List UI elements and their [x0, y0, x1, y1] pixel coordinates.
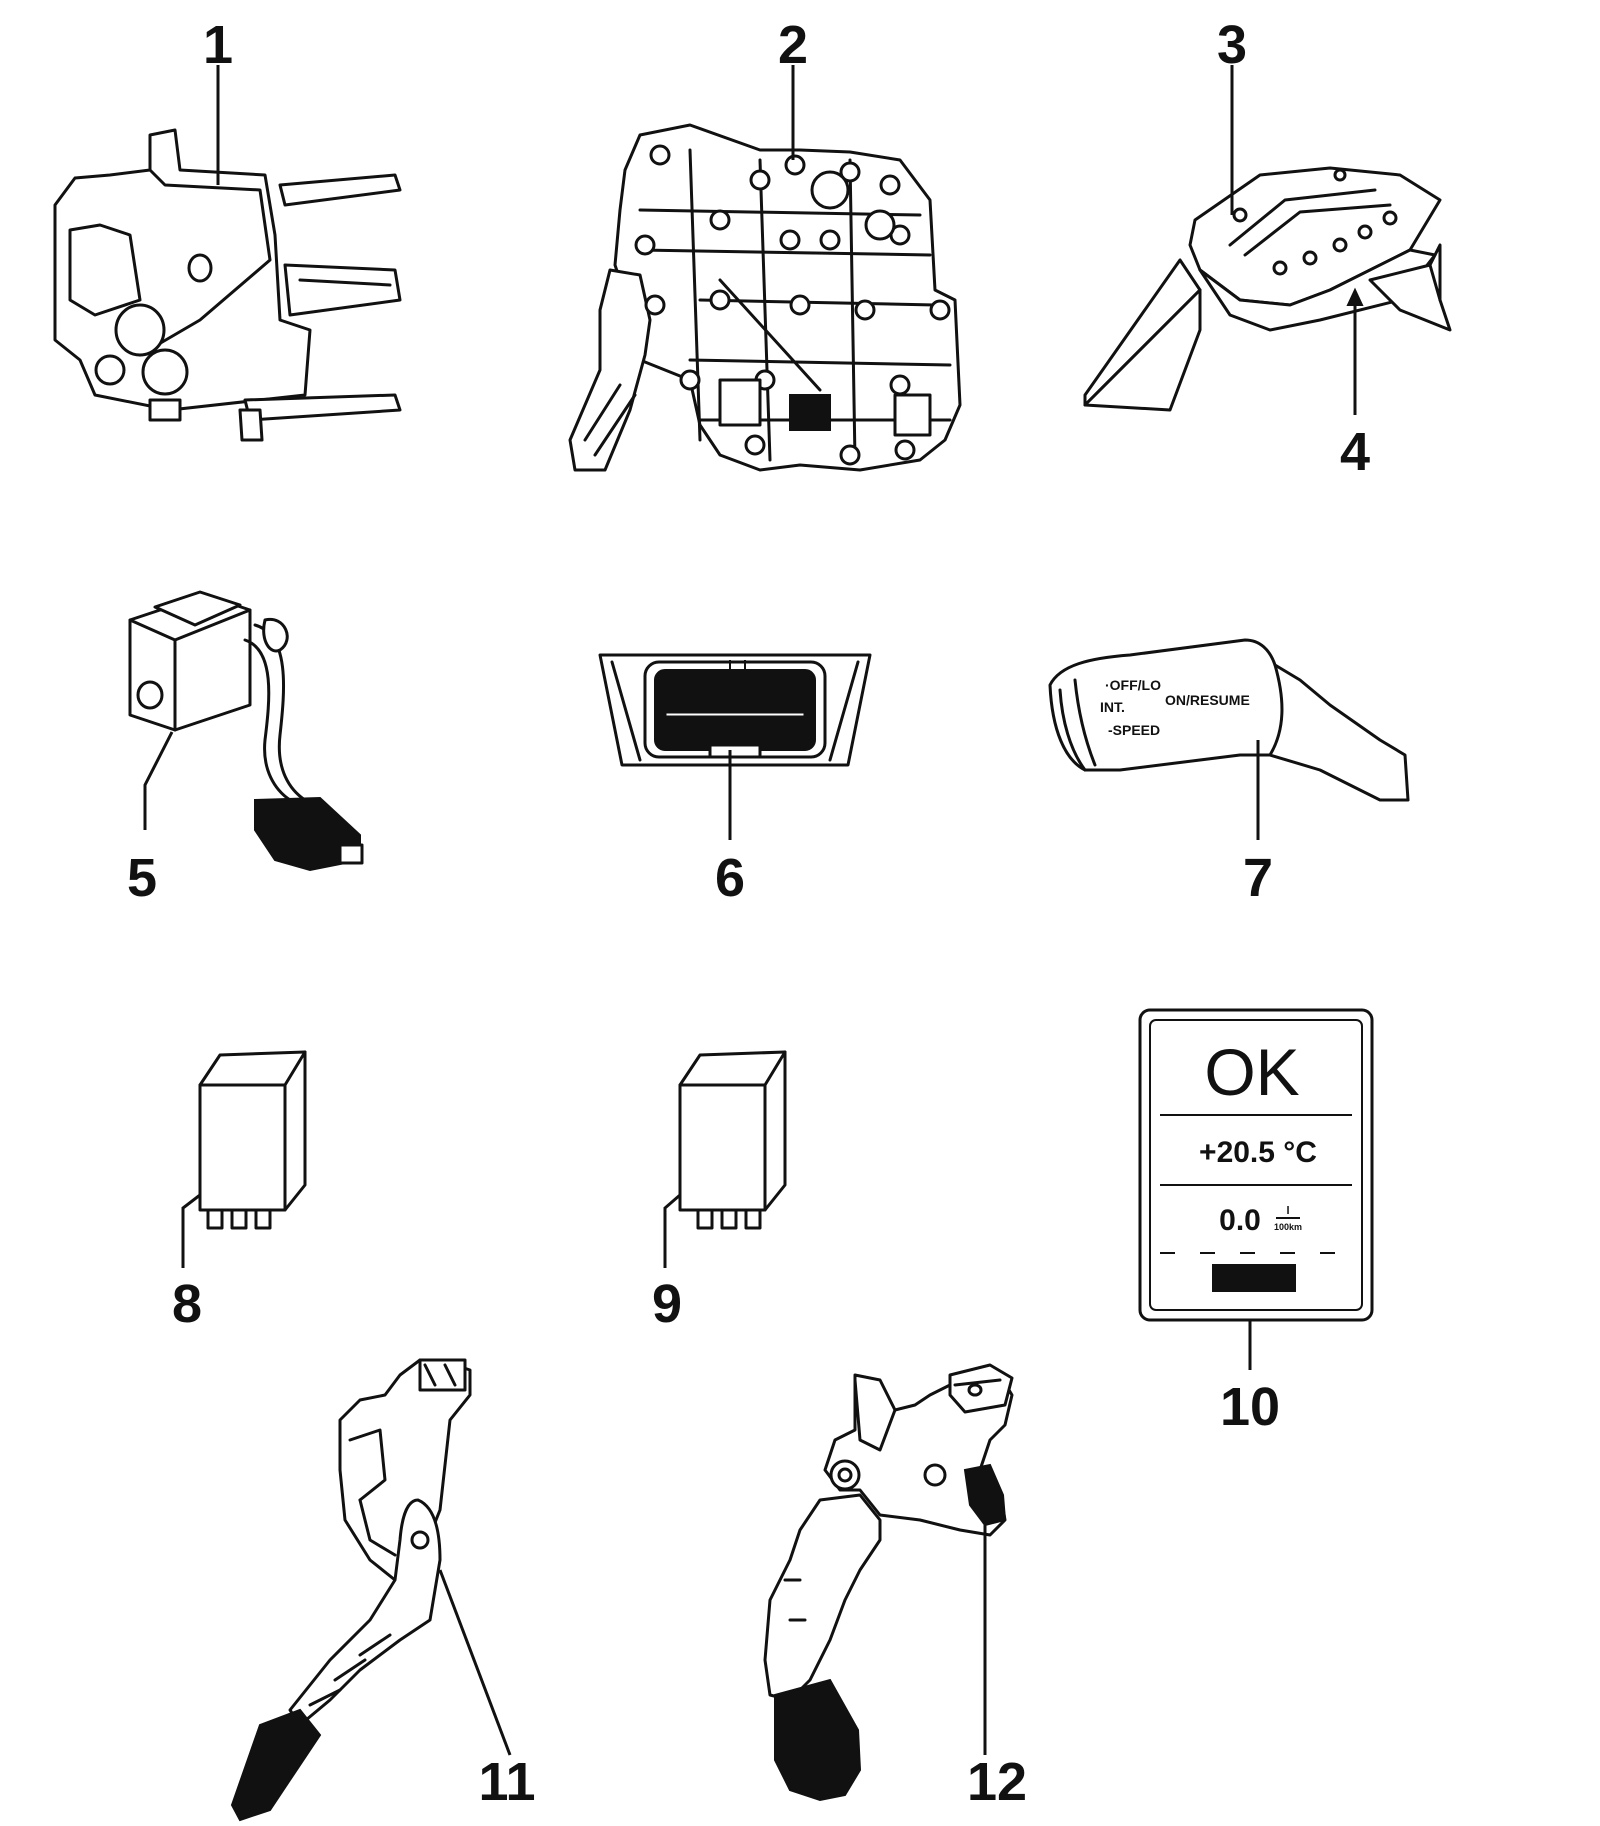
accelerator-pedal-icon [230, 1358, 472, 1822]
display-consumption-unit-top: l [1286, 1205, 1289, 1217]
brake-pedal-icon [763, 1363, 1014, 1802]
selector-lever-gate-icon [1083, 166, 1452, 412]
display-consumption-value: 0.0 [1219, 1204, 1261, 1237]
transmission-module-icon [53, 128, 402, 442]
leader-line-11 [438, 1569, 512, 1756]
instrument-display-icon: OK +20.5 °C 0.0 l 100km [1138, 1008, 1374, 1322]
callout-9: 9 [652, 1274, 682, 1334]
valve-body-icon [568, 123, 962, 472]
callout-10: 10 [1220, 1377, 1280, 1437]
control-unit-icon [598, 653, 872, 767]
relay-icon [198, 1050, 307, 1230]
callout-12: 12 [967, 1752, 1027, 1812]
leader-line-9 [663, 1193, 681, 1268]
callout-3: 3 [1217, 15, 1247, 75]
switch-legend-text-4: -SPEED [1108, 722, 1160, 738]
callout-2: 2 [778, 15, 808, 75]
switch-legend-text-1: ·OFF/LO [1105, 677, 1161, 693]
display-status: OK [1204, 1035, 1299, 1109]
callout-1: 1 [203, 15, 233, 75]
multifunction-switch-icon: ·OFF/LO INT. ON/RESUME -SPEED [1048, 638, 1410, 802]
display-consumption-unit-bottom: 100km [1274, 1222, 1302, 1232]
callout-5: 5 [127, 848, 157, 908]
switch-legend-text-3: ON/RESUME [1165, 692, 1250, 708]
callout-11: 11 [478, 1752, 535, 1812]
callout-7: 7 [1243, 848, 1273, 908]
solenoid-icon [128, 590, 364, 872]
display-temperature: +20.5 °C [1199, 1136, 1317, 1169]
leader-line-5 [143, 731, 174, 830]
callout-6: 6 [715, 848, 745, 908]
callout-4: 4 [1340, 422, 1370, 482]
switch-legend-text-2: INT. [1100, 699, 1125, 715]
relay-icon [678, 1050, 787, 1230]
valve-body-bolts [634, 144, 951, 466]
leader-line-8 [181, 1193, 201, 1268]
callout-8: 8 [172, 1274, 202, 1334]
